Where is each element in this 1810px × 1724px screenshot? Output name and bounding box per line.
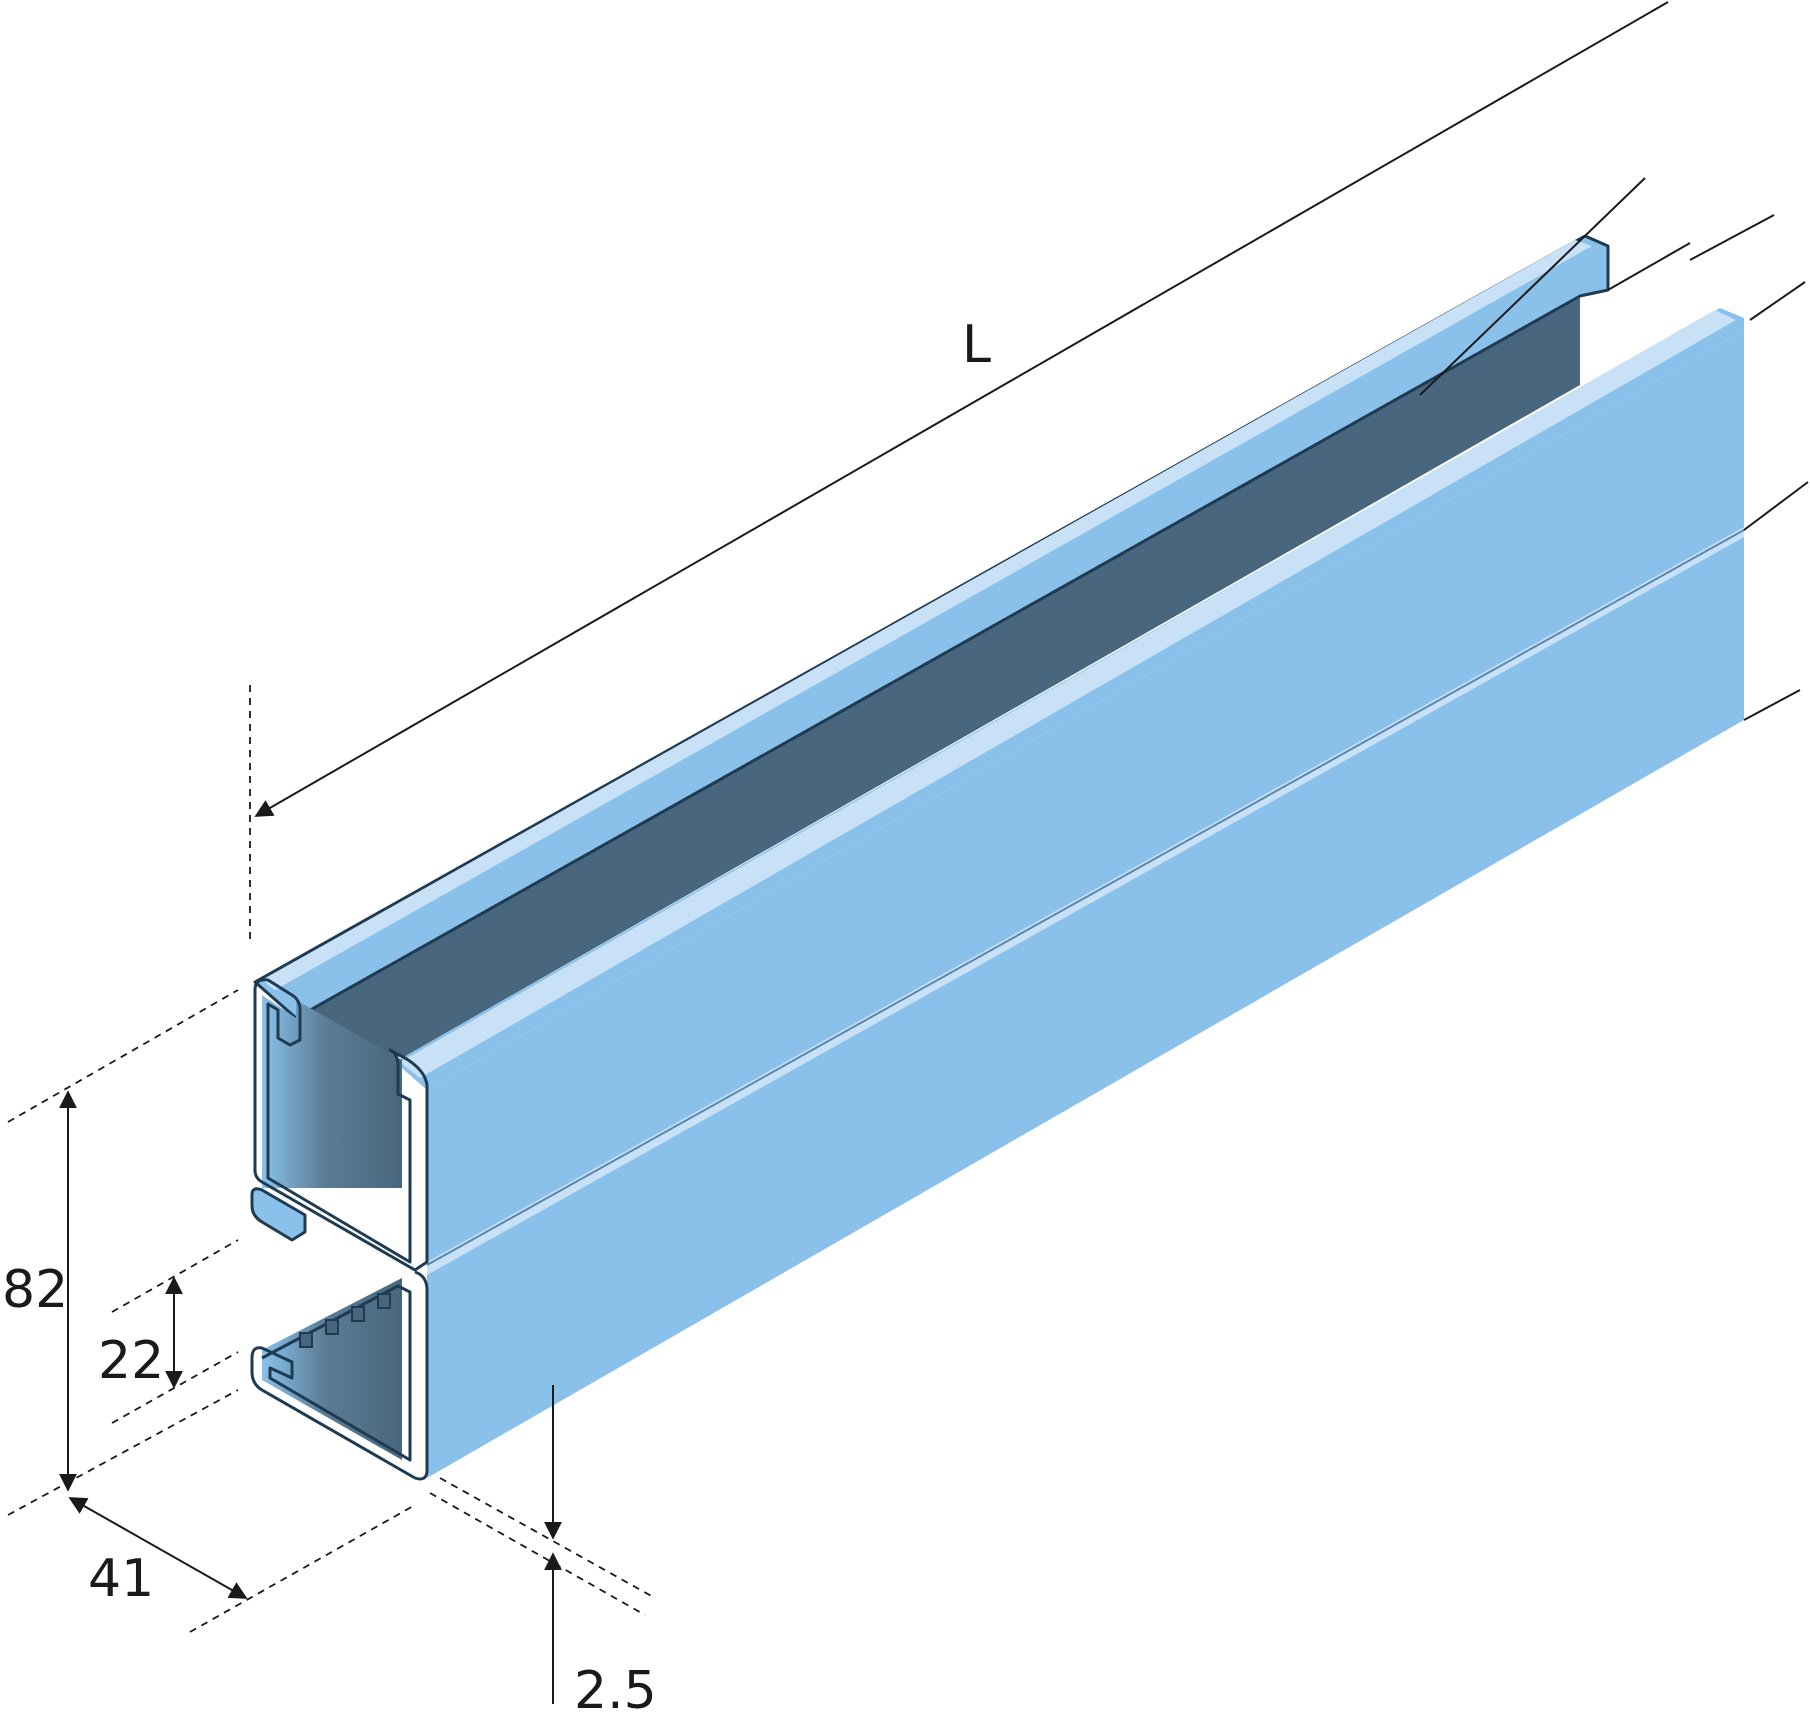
- upper-slot-interior: [296, 296, 1580, 1058]
- slot-dimension: 22: [98, 1239, 239, 1424]
- upper-section-profile: [253, 978, 429, 1272]
- height-extension-bottom: [7, 1389, 239, 1516]
- slot-tooth: [377, 1293, 391, 1309]
- width-label: 41: [88, 1549, 154, 1609]
- width-dimension-line: [68, 1497, 248, 1599]
- slot-tooth: [351, 1306, 365, 1322]
- upper-right-lip-highlight: [400, 310, 1736, 1078]
- lower-side-face: [427, 530, 1744, 1478]
- thickness-label: 2.5: [574, 1661, 657, 1721]
- lower-section-profile: [250, 1270, 429, 1481]
- edge-extension-line: [1689, 214, 1775, 261]
- lower-channel: [426, 527, 1745, 1478]
- lower-lip-tab: [250, 1187, 307, 1242]
- edge-extension-line: [1743, 689, 1801, 721]
- edge-extension-line: [1749, 281, 1806, 321]
- upper-left-lip-highlight: [262, 240, 1592, 990]
- height-label: 82: [2, 1260, 68, 1320]
- slot-extension-bottom: [111, 1351, 239, 1424]
- thickness-extension-bottom: [429, 1492, 646, 1616]
- lower-section-interior: [262, 1278, 402, 1460]
- slot-tooth: [325, 1319, 339, 1335]
- height-extension-top: [7, 989, 239, 1123]
- height-dimension: 82: [2, 989, 239, 1516]
- slot-tooth: [299, 1332, 313, 1348]
- slot-height-label: 22: [98, 1331, 164, 1391]
- slot-teeth: [299, 1293, 391, 1348]
- slot-extension-top: [111, 1239, 239, 1313]
- thickness-extension-top: [439, 1477, 656, 1599]
- length-label: L: [962, 315, 991, 375]
- upper-channel: [253, 234, 1744, 1265]
- upper-side-face: [427, 330, 1744, 1265]
- width-dimension: 41: [68, 1497, 416, 1633]
- length-dimension-line: [254, 1, 1669, 817]
- edge-extension-line: [1419, 177, 1646, 396]
- channel-joint-line: [426, 529, 1745, 1266]
- width-extension-line: [189, 1504, 416, 1633]
- edge-extension-line: [1743, 481, 1809, 531]
- upper-section-interior: [262, 995, 402, 1188]
- end-section: [250, 978, 429, 1481]
- length-dimension: L: [249, 1, 1809, 945]
- thickness-dimension: 2.5: [429, 1385, 657, 1721]
- edge-extension-line: [1607, 242, 1691, 291]
